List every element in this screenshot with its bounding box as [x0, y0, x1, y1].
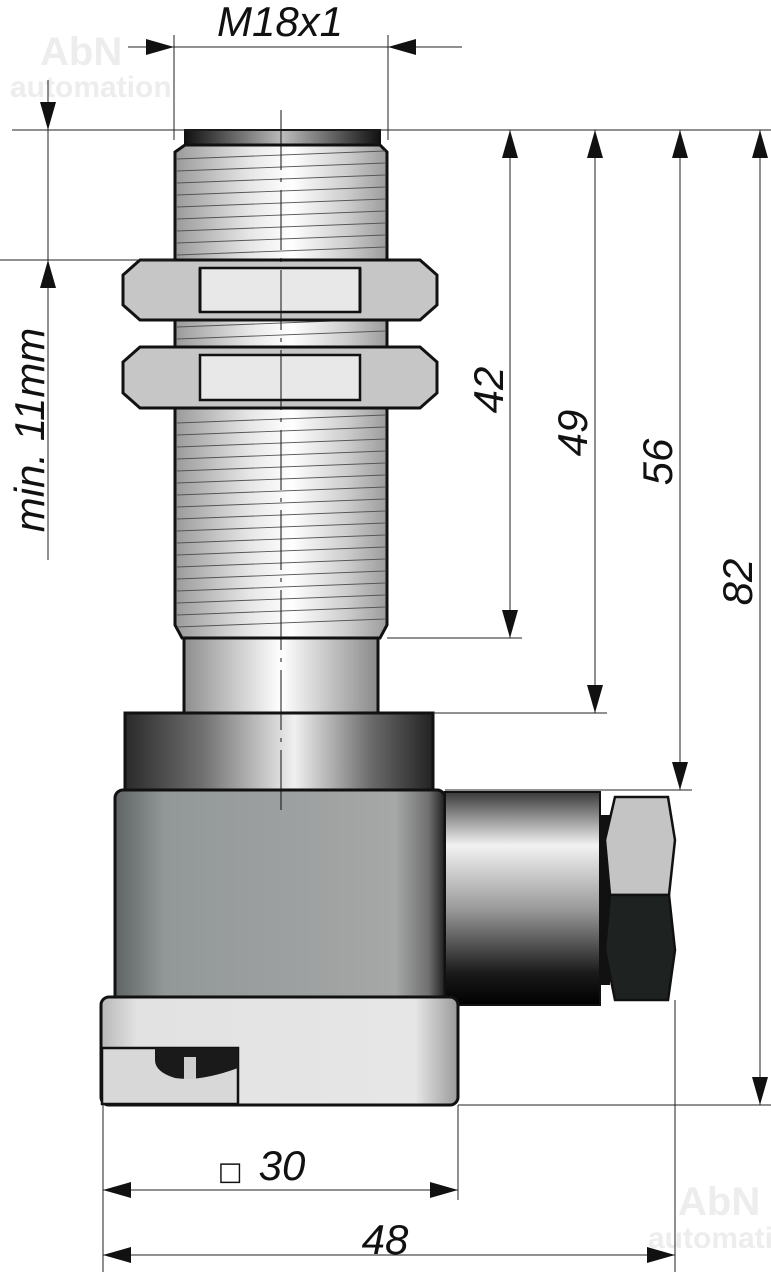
svg-text:automation: automation [648, 1222, 771, 1255]
thread-line [176, 498, 386, 508]
sensor-cap [184, 129, 381, 146]
dimension-arrow [103, 1247, 131, 1263]
dimension-arrow [430, 1182, 458, 1198]
gland-nut [603, 795, 677, 1002]
screw-slot [100, 1046, 240, 1106]
dimension-arrow [587, 130, 603, 158]
gland-ring [600, 815, 610, 985]
watermark-top: AbN automation [10, 30, 172, 104]
dimension-arrow [40, 102, 56, 130]
svg-text:AbN: AbN [678, 1180, 760, 1224]
dimension-arrow [752, 1077, 768, 1105]
dimension-arrow [103, 1182, 131, 1198]
dimension-arrow [647, 1247, 675, 1263]
dimension-arrow [146, 39, 174, 55]
thread-length-label: 42 [465, 367, 512, 414]
thread-label: M18x1 [217, 0, 343, 45]
body-length-label: 49 [549, 410, 596, 457]
dimension-lines [40, 39, 768, 1263]
dimension-arrow [388, 39, 416, 55]
square-symbol: □ [218, 1157, 243, 1187]
extension-lines [0, 35, 771, 1272]
housing-square-label: 30 [259, 1142, 306, 1189]
min-mounting-label: min. 11mm [6, 328, 53, 533]
dimension-arrow [502, 130, 518, 158]
connector-housing [113, 788, 447, 1007]
thread-line [176, 330, 386, 340]
svg-text:automation: automation [10, 71, 172, 104]
dimension-arrow [672, 762, 688, 790]
dimension-arrow [587, 685, 603, 713]
sensor-collar [123, 711, 435, 792]
thread-line [176, 582, 386, 592]
thread-line [176, 246, 386, 256]
lock-nut-lower [121, 345, 439, 410]
svg-text:AbN: AbN [40, 30, 122, 74]
total-width-label: 48 [362, 1216, 409, 1263]
dimension-arrow [672, 130, 688, 158]
watermark-bottom: AbN automation [648, 1180, 771, 1255]
dimension-arrow [752, 130, 768, 158]
total-length-label: 82 [714, 559, 761, 606]
collar-length-label: 56 [634, 438, 681, 485]
thread-line [176, 486, 386, 496]
dimension-arrow [40, 260, 56, 288]
dimension-arrow [502, 610, 518, 638]
cable-gland [444, 791, 601, 1006]
lock-nut-upper [121, 258, 439, 322]
thread-line [176, 570, 386, 580]
